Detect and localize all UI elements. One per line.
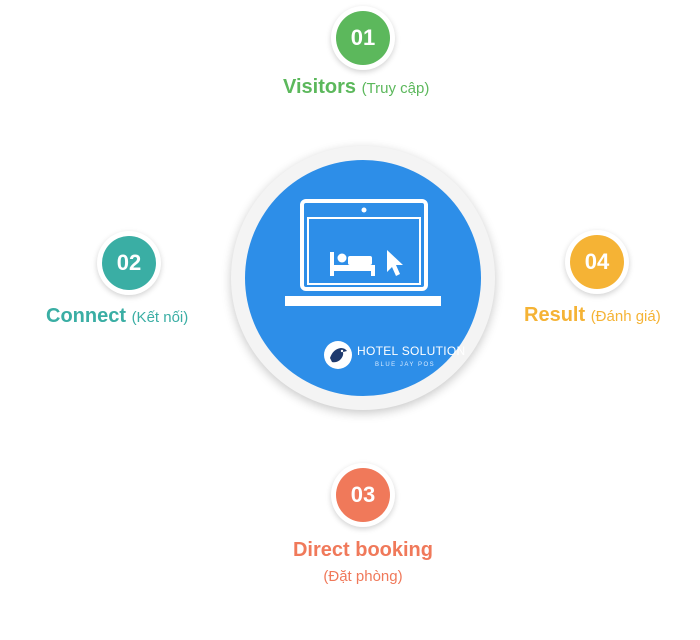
step-2-subtitle: (Kết nối) xyxy=(131,309,189,326)
step-1-number: 01 xyxy=(336,11,390,65)
step-3-badge: 03 xyxy=(331,463,395,527)
step-3-number: 03 xyxy=(336,468,390,522)
step-1-badge: 01 xyxy=(331,6,395,70)
bed-icon xyxy=(330,252,375,276)
laptop-icon xyxy=(285,199,441,306)
center-circle-inner: HOTEL SOLUTION BLUE JAY POS xyxy=(245,160,481,396)
center-circle: HOTEL SOLUTION BLUE JAY POS xyxy=(231,146,495,410)
step-1-label: Visitors (Truy cập) xyxy=(283,76,429,99)
logo-title: HOTEL SOLUTION xyxy=(357,344,466,358)
cursor-icon xyxy=(387,250,403,276)
step-4-label: Result (Đánh giá) xyxy=(524,304,661,327)
step-4-title: Result xyxy=(524,304,586,326)
bird-logo-icon xyxy=(324,341,352,369)
step-3-title: Direct booking xyxy=(292,539,433,561)
step-2-title: Connect xyxy=(46,305,126,327)
step-2-badge: 02 xyxy=(97,231,161,295)
hotel-solution-logo: HOTEL SOLUTION BLUE JAY POS xyxy=(323,340,473,380)
step-2-label: Connect (Kết nối) xyxy=(46,305,188,328)
step-3-subtitle-line: (Đặt phòng) xyxy=(0,564,700,587)
step-1-subtitle: (Truy cập) xyxy=(361,80,430,97)
step-1-title: Visitors xyxy=(283,76,356,98)
step-3-subtitle: (Đặt phòng) xyxy=(323,568,403,585)
step-4-badge: 04 xyxy=(565,230,629,294)
logo-subtitle: BLUE JAY POS xyxy=(375,362,436,368)
step-2-number: 02 xyxy=(102,236,156,290)
step-4-number: 04 xyxy=(570,235,624,289)
step-4-subtitle: (Đánh giá) xyxy=(590,308,661,325)
